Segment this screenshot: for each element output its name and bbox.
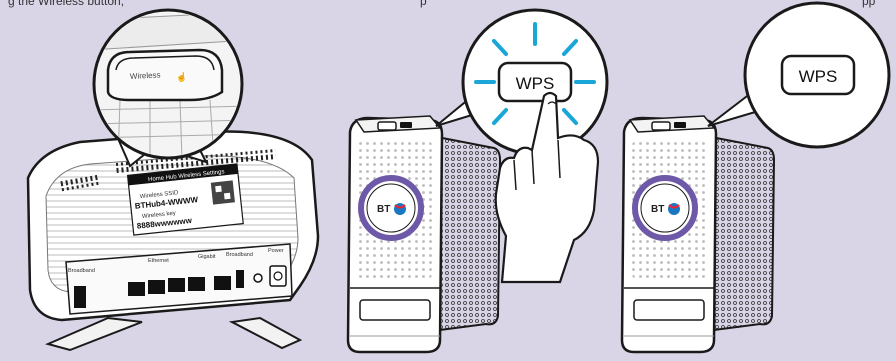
device-top-button-2 [652,122,670,130]
device-press-illustration: BT [348,116,500,352]
router-illustration: Home Hub Wireless Settings Wireless SSID… [28,132,318,350]
port-label-3: Gigabit [198,254,216,260]
port-label-4: Broadband [226,252,253,258]
wps-label-press: WPS [516,74,555,93]
reset-button [254,274,262,282]
phone-port [74,286,86,308]
device-done-illustration: BT [622,116,774,352]
usb-port [236,270,244,288]
gigabit-port [214,276,231,290]
router-wireless-label: Wireless [130,70,161,81]
hand-wave-icon: ☝ [176,71,187,83]
device-logo-text-2: BT [651,204,664,215]
wps-label-done: WPS [799,67,838,86]
port-label-5: Power [268,248,284,254]
port-label-1: Broadband [68,268,95,274]
power-switch [270,266,286,286]
port-label-2: Ethernet [148,258,169,264]
device-logo-text: BT [377,204,390,215]
done-zoom-callout: WPS [745,3,889,147]
qr-code-icon [211,180,235,204]
device-top-button [378,122,396,130]
